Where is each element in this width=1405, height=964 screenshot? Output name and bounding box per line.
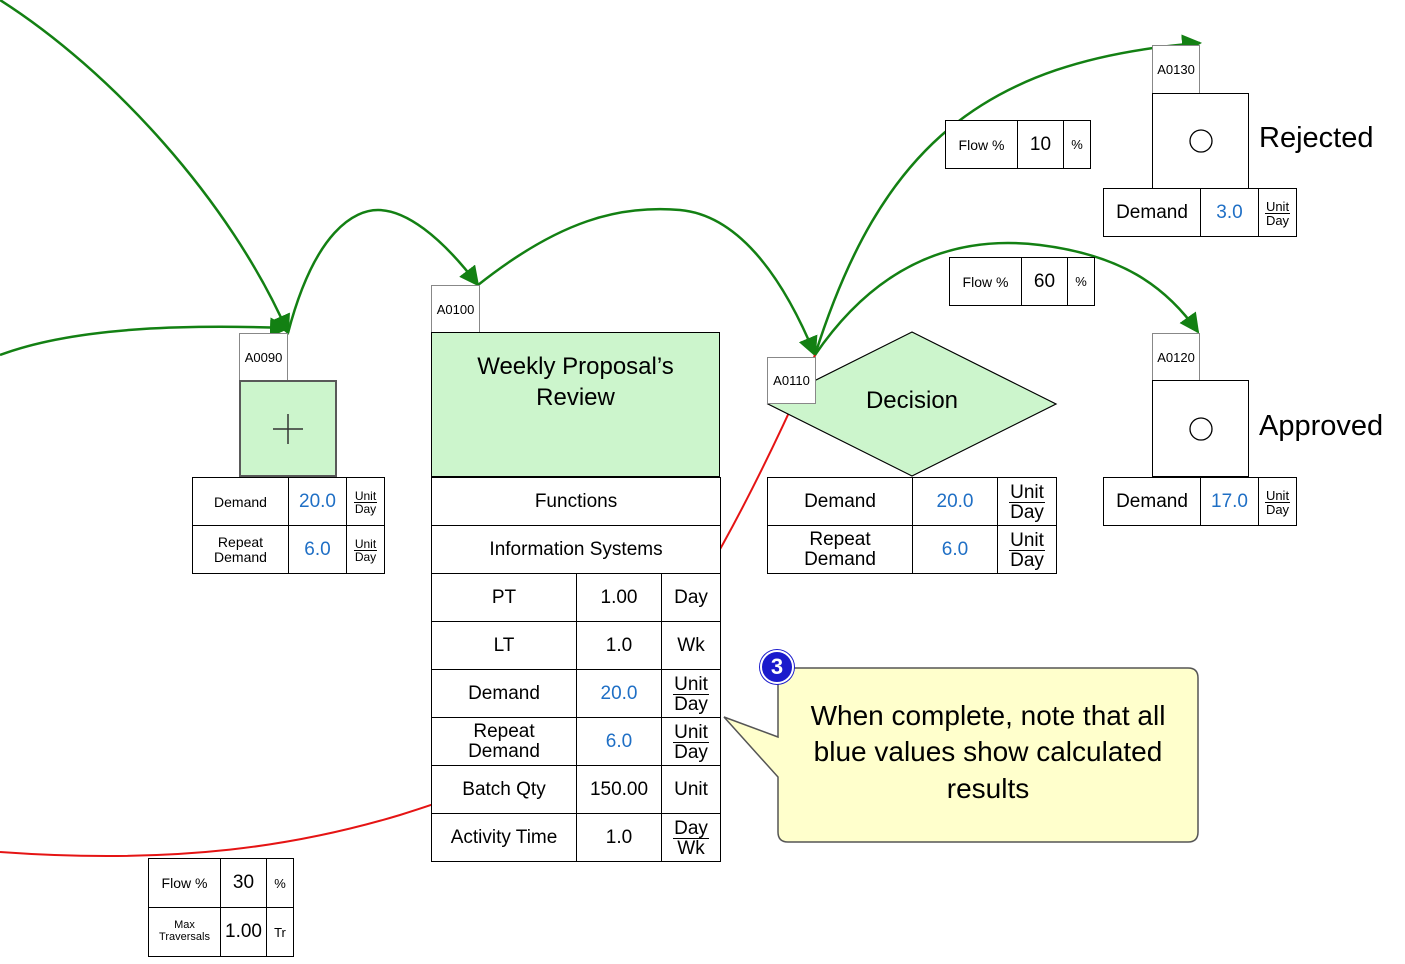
a0090-repeat-demand-label: Repeat Demand [192, 525, 289, 574]
callout-text: When complete, note that all blue values… [810, 700, 1166, 804]
a0100-pt-value: 1.00 [576, 573, 662, 622]
max-traversals-label: Max Traversals [148, 907, 221, 957]
a0130-node[interactable] [1152, 93, 1249, 189]
a0100-functions: Functions [430, 477, 722, 526]
flow-rejected-unit: % [1063, 120, 1091, 169]
a0100-demand-label: Demand [431, 669, 577, 718]
a0100-node-title[interactable]: Weekly Proposal’s Review [431, 332, 720, 477]
a0120-label: Approved [1259, 410, 1384, 442]
max-traversals-value: 1.00 [220, 907, 267, 957]
a0110-repeat-demand-label: Repeat Demand [767, 525, 913, 574]
a0100-batch-qty-label: Batch Qty [431, 765, 577, 814]
a0110-demand-value: 20.0 [912, 477, 998, 526]
a0100-lt-unit: Wk [660, 621, 722, 670]
a0110-demand-label: Demand [767, 477, 913, 526]
plus-icon [273, 413, 303, 444]
flow-approved-unit: % [1067, 257, 1095, 306]
flow-arrow-a0100-to-a0110 [477, 207, 818, 357]
max-traversals-unit: Tr [266, 907, 294, 957]
flow-arrow-a0110-to-a0120 [813, 241, 1200, 356]
a0100-information-systems: Information Systems [430, 525, 722, 574]
a0100-lt-label: LT [431, 621, 577, 670]
a0110-title: Decision [865, 387, 959, 414]
a0100-repeat-demand-label: Repeat Demand [431, 717, 577, 766]
a0130-id-label: A0130 [1152, 45, 1200, 93]
flow-loop-value: 30 [220, 858, 267, 908]
a0090-id-label: A0090 [239, 333, 288, 380]
flow-rejected-value: 10 [1017, 120, 1064, 169]
a0110-id-label: A0110 [767, 357, 816, 404]
circle-icon [1188, 129, 1213, 153]
a0130-demand-label: Demand [1103, 188, 1201, 237]
a0100-repeat-demand-value: 6.0 [576, 717, 662, 766]
flow-rejected-label: Flow % [945, 120, 1018, 169]
a0100-batch-qty-value: 150.00 [576, 765, 662, 814]
a0100-activity-time-label: Activity Time [431, 813, 577, 862]
flow-arrow-left-to-a0090 [0, 317, 290, 357]
flow-box-loop[interactable]: Flow % 30 % Max Traversals 1.00 Tr [148, 858, 294, 957]
a0100-demand-value: 20.0 [576, 669, 662, 718]
a0130-label: Rejected [1259, 122, 1374, 154]
flow-arrow-a0090-to-a0100 [286, 208, 480, 334]
flow-approved-value: 60 [1021, 257, 1068, 306]
flow-approved-label: Flow % [949, 257, 1022, 306]
flow-arrow-top-left-to-a0090 [0, 0, 290, 335]
a0090-node[interactable] [239, 380, 337, 477]
a0100-pt-label: PT [431, 573, 577, 622]
a0130-demand-value: 3.0 [1200, 188, 1259, 237]
flow-box-rejected[interactable]: Flow % 10 % [945, 120, 1091, 169]
a0100-lt-value: 1.0 [576, 621, 662, 670]
a0090-repeat-demand-value: 6.0 [288, 525, 347, 574]
a0090-demand-value: 20.0 [288, 477, 347, 526]
circle-icon [1188, 416, 1213, 441]
a0100-pt-unit: Day [660, 573, 722, 622]
a0100-batch-qty-unit: Unit [660, 765, 722, 814]
flow-loop-unit: % [266, 858, 294, 908]
a0120-node[interactable] [1152, 380, 1249, 477]
a0120-id-label: A0120 [1152, 333, 1200, 380]
flow-box-approved[interactable]: Flow % 60 % [949, 257, 1095, 306]
a0100-activity-time-value: 1.0 [576, 813, 662, 862]
a0120-demand-value: 17.0 [1200, 477, 1259, 526]
a0110-repeat-demand-value: 6.0 [912, 525, 998, 574]
a0100-table: Functions Information Systems PT 1.00 Da… [430, 477, 722, 862]
a0110-decision-diamond[interactable] [766, 330, 1058, 478]
flow-loop-label: Flow % [148, 858, 221, 908]
callout-number-badge: 3 [760, 650, 794, 684]
a0090-demand-label: Demand [192, 477, 289, 526]
a0120-demand-label: Demand [1103, 477, 1201, 526]
a0100-id-label: A0100 [431, 285, 480, 332]
